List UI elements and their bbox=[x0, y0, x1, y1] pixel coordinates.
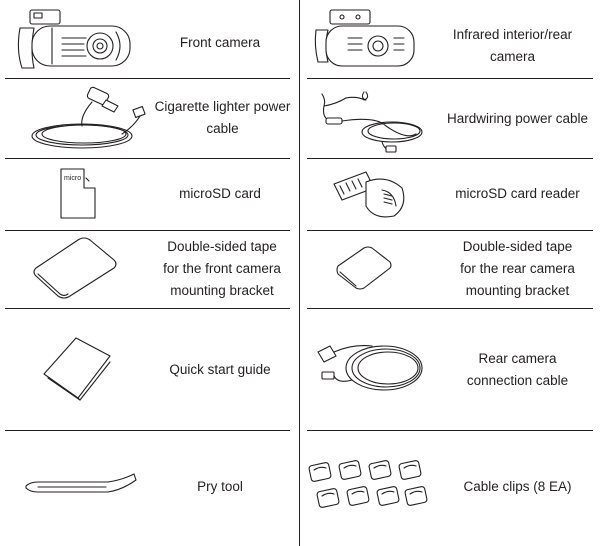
microsd-card-icon: micro bbox=[60, 168, 96, 219]
item-label: Pry tool bbox=[197, 479, 243, 494]
hardwiring-cable-icon bbox=[321, 91, 423, 153]
row-separator bbox=[307, 158, 593, 159]
microsd-reader-icon bbox=[333, 171, 405, 218]
rear-connection-cable-icon bbox=[317, 345, 423, 391]
item-label: microSD card bbox=[179, 186, 261, 201]
pry-tool-icon bbox=[25, 473, 137, 493]
row-separator bbox=[5, 308, 290, 309]
infrared-rear-camera-icon bbox=[314, 9, 415, 67]
item-label: Cable clips (8 EA) bbox=[463, 479, 572, 494]
sd-card-text: micro bbox=[64, 175, 81, 182]
item-label: Double-sided tape for the rear camera mo… bbox=[460, 239, 575, 298]
cable-clips-icon bbox=[308, 460, 428, 508]
item-label: Front camera bbox=[179, 35, 261, 50]
quick-start-guide-icon bbox=[43, 337, 111, 401]
cigarette-lighter-cable-icon bbox=[31, 86, 146, 149]
row-separator bbox=[5, 230, 290, 231]
front-tape-icon bbox=[33, 237, 117, 299]
row-separator bbox=[307, 230, 593, 231]
item-label: Hardwiring power cable bbox=[446, 111, 589, 126]
item-label: Quick start guide bbox=[169, 362, 271, 377]
item-label: Cigarette lighter power cable bbox=[154, 99, 291, 136]
item-label: Double-sided tape for the front camera m… bbox=[163, 239, 281, 298]
rear-tape-icon bbox=[336, 246, 392, 290]
row-separator bbox=[5, 78, 290, 79]
item-label: Rear camera connection cable bbox=[466, 351, 569, 388]
row-separator bbox=[5, 158, 290, 159]
row-separator bbox=[5, 430, 290, 431]
item-label: microSD card reader bbox=[455, 186, 580, 201]
column-divider bbox=[299, 0, 300, 546]
row-separator bbox=[307, 308, 593, 309]
item-label: Infrared interior/rear camera bbox=[452, 27, 573, 64]
row-separator bbox=[307, 430, 593, 431]
front-camera-icon bbox=[17, 9, 131, 69]
row-separator bbox=[307, 78, 593, 79]
